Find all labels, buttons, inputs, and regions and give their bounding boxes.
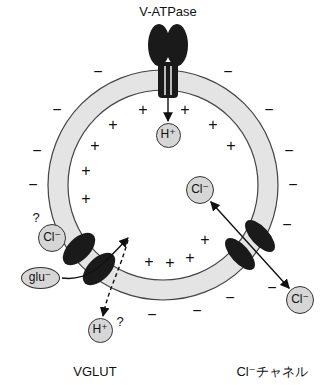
charge-sign: + <box>165 254 174 272</box>
chloride-ion: Cl⁻ <box>186 176 214 204</box>
protein-label: V-ATPase <box>139 5 197 19</box>
v-atpase-head <box>166 24 188 66</box>
charge-sign: − <box>223 63 232 81</box>
charge-sign: + <box>180 101 189 119</box>
proton-ion: H⁺ <box>88 318 113 343</box>
charge-sign: + <box>185 249 194 267</box>
ion-name: Cl⁻ <box>43 231 61 244</box>
charge-sign: − <box>32 142 41 160</box>
charge-sign: − <box>225 289 234 307</box>
charge-sign: − <box>192 302 201 320</box>
cl-channel-symbol <box>220 233 260 275</box>
ion-name: glu⁻ <box>29 271 51 284</box>
charge-sign: − <box>147 306 156 324</box>
charge-sign: − <box>264 101 273 119</box>
v-atpase-pore <box>164 66 165 95</box>
charge-sign: + <box>138 101 147 119</box>
charge-sign: − <box>52 101 61 119</box>
membrane-outer-edge <box>48 70 278 300</box>
proton-ion: H⁺ <box>156 123 181 148</box>
ion-name: Cl⁻ <box>291 293 309 306</box>
charge-sign: − <box>282 216 291 234</box>
ion-name: H⁺ <box>161 128 176 141</box>
protein-label: Cl⁻チャネル <box>236 365 307 379</box>
charge-sign: + <box>81 162 90 180</box>
transport-arrow <box>211 202 289 288</box>
vglut-symbol <box>77 247 121 291</box>
question-mark: ? <box>32 211 39 225</box>
protein-label: VGLUT <box>73 365 116 379</box>
proton-arrow <box>167 98 168 121</box>
ion-name: Cl⁻ <box>191 183 209 196</box>
charge-sign: + <box>144 253 153 271</box>
charge-sign: − <box>93 63 102 81</box>
chloride-ion: Cl⁻ <box>286 286 314 314</box>
charge-sign: − <box>284 142 293 160</box>
vesicle-membrane <box>58 80 268 290</box>
charge-sign: + <box>208 116 217 134</box>
charge-sign: − <box>28 176 37 194</box>
proton-exit-arrow <box>103 240 128 316</box>
glutamate-arrow <box>62 238 128 279</box>
ion-name: H⁺ <box>93 323 108 336</box>
glutamate-ion: glu⁻ <box>21 267 60 289</box>
charge-sign: + <box>108 116 117 134</box>
v-atpase-pore <box>170 66 171 95</box>
charge-sign: + <box>90 137 99 155</box>
charge-sign: + <box>226 137 235 155</box>
question-mark: ? <box>116 315 123 329</box>
charge-sign: + <box>81 190 90 208</box>
v-atpase-stalk <box>158 62 178 98</box>
charge-sign: + <box>200 231 209 249</box>
charge-sign: − <box>267 279 276 297</box>
chloride-ion: Cl⁻ <box>38 224 66 252</box>
charge-sign: − <box>288 176 297 194</box>
